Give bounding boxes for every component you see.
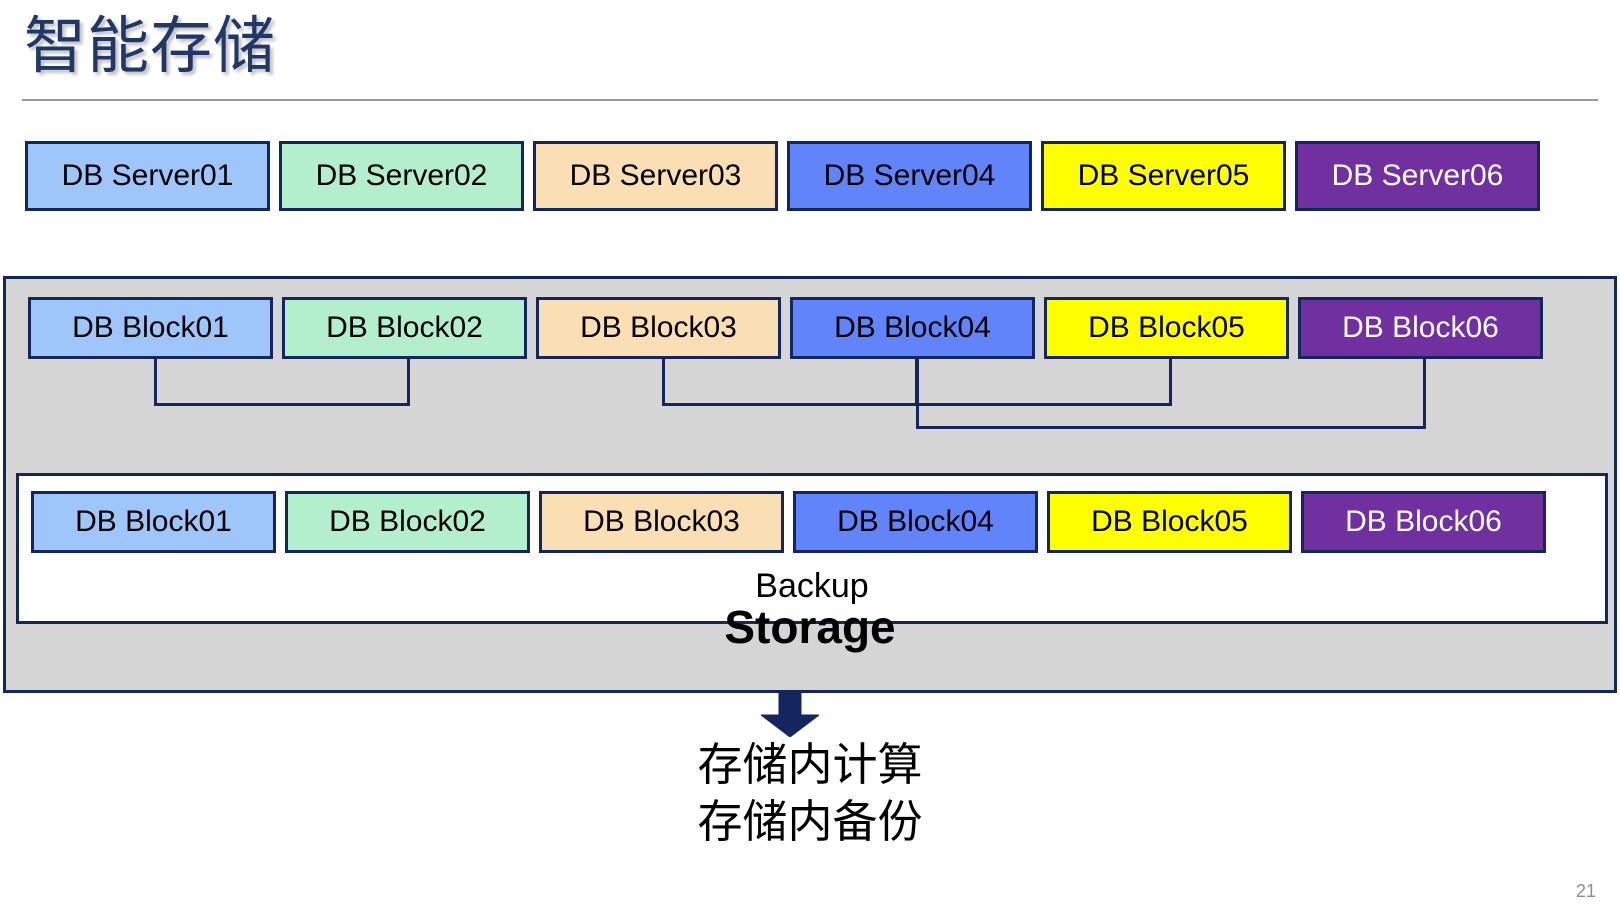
db-block-label: DB Block03 bbox=[580, 311, 737, 344]
db-server-label: DB Server01 bbox=[61, 159, 234, 192]
backup-block-label: DB Block04 bbox=[837, 505, 994, 538]
db-server-box-3[interactable]: DB Server03 bbox=[533, 141, 778, 211]
backup-block-label: DB Block05 bbox=[1091, 505, 1248, 538]
db-block-label: DB Block06 bbox=[1342, 311, 1499, 344]
connector-block01-block02 bbox=[154, 359, 410, 406]
db-server-box-6[interactable]: DB Server06 bbox=[1295, 141, 1540, 211]
backup-block-label: DB Block03 bbox=[583, 505, 740, 538]
db-server-box-5[interactable]: DB Server05 bbox=[1041, 141, 1286, 211]
connector-block04-block06 bbox=[916, 359, 1426, 429]
db-server-label: DB Server05 bbox=[1077, 159, 1250, 192]
db-block-label: DB Block02 bbox=[326, 311, 483, 344]
backup-block-box-2[interactable]: DB Block02 bbox=[285, 491, 530, 553]
backup-panel: DB Block01 DB Block02 DB Block03 DB Bloc… bbox=[16, 473, 1608, 624]
storage-container: DB Block01 DB Block02 DB Block03 DB Bloc… bbox=[3, 276, 1617, 737]
db-server-label: DB Server02 bbox=[315, 159, 488, 192]
backup-block-box-5[interactable]: DB Block05 bbox=[1047, 491, 1292, 553]
db-block-label: DB Block05 bbox=[1088, 311, 1245, 344]
backup-block-box-4[interactable]: DB Block04 bbox=[793, 491, 1038, 553]
db-server-label: DB Server03 bbox=[569, 159, 742, 192]
page-number: 21 bbox=[1575, 881, 1596, 901]
db-block-box-3[interactable]: DB Block03 bbox=[536, 297, 781, 359]
db-block-box-1[interactable]: DB Block01 bbox=[28, 297, 273, 359]
caption-block: 存储内计算 存储内备份 bbox=[0, 736, 1620, 850]
db-block-box-4[interactable]: DB Block04 bbox=[790, 297, 1035, 359]
db-server-box-4[interactable]: DB Server04 bbox=[787, 141, 1032, 211]
backup-block-label: DB Block02 bbox=[329, 505, 486, 538]
db-server-label: DB Server06 bbox=[1331, 159, 1504, 192]
db-server-box-1[interactable]: DB Server01 bbox=[25, 141, 270, 211]
caption-line-2: 存储内备份 bbox=[697, 796, 923, 847]
title-divider bbox=[22, 99, 1598, 101]
connector-block03-block04 bbox=[662, 359, 918, 406]
db-block-box-5[interactable]: DB Block05 bbox=[1044, 297, 1289, 359]
db-block-label: DB Block04 bbox=[834, 311, 991, 344]
backup-block-box-1[interactable]: DB Block01 bbox=[31, 491, 276, 553]
caption-line-1: 存储内计算 bbox=[697, 739, 923, 790]
backup-block-label: DB Block01 bbox=[75, 505, 232, 538]
storage-label: Storage bbox=[724, 601, 896, 653]
backup-label: Backup bbox=[755, 567, 869, 605]
backup-block-label: DB Block06 bbox=[1345, 505, 1502, 538]
db-server-box-2[interactable]: DB Server02 bbox=[279, 141, 524, 211]
page-title: 智能存储 bbox=[24, 12, 277, 81]
backup-block-box-6[interactable]: DB Block06 bbox=[1301, 491, 1546, 553]
db-block-label: DB Block01 bbox=[72, 311, 229, 344]
db-block-box-6[interactable]: DB Block06 bbox=[1298, 297, 1543, 359]
db-server-label: DB Server04 bbox=[823, 159, 996, 192]
backup-block-box-3[interactable]: DB Block03 bbox=[539, 491, 784, 553]
down-arrow-icon bbox=[761, 693, 819, 737]
db-block-box-2[interactable]: DB Block02 bbox=[282, 297, 527, 359]
